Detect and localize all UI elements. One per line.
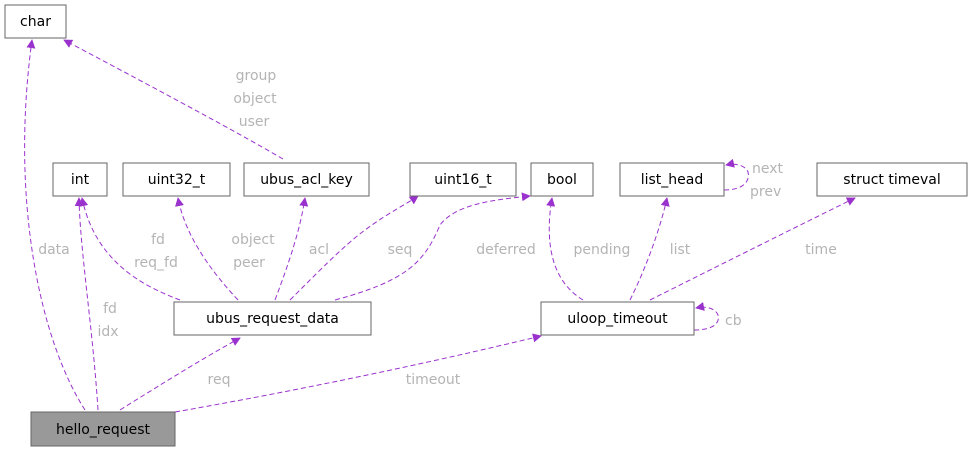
edge-req-to-int <box>79 197 181 301</box>
node-ubus-acl-key[interactable]: ubus_acl_key <box>243 162 370 197</box>
node-ubus-request-data-label: ubus_request_data <box>206 311 339 327</box>
edge-req-to-uint16 <box>289 195 419 301</box>
node-bool[interactable]: bool <box>530 162 594 197</box>
edge-label-time: time <box>805 242 837 258</box>
edge-req-to-bool <box>334 192 531 301</box>
edge-label-seq: seq <box>388 242 413 258</box>
node-uint32-t[interactable]: uint32_t <box>122 162 231 197</box>
edge-group <box>24 39 856 413</box>
edge-hello-to-int <box>74 197 99 411</box>
edge-timeout-self <box>693 302 719 331</box>
node-ubus-acl-key-label: ubus_acl_key <box>260 172 353 188</box>
edge-list-head-self <box>723 158 749 191</box>
edge-timeout-to-bool <box>546 197 584 301</box>
edge-req-to-uint32 <box>175 197 239 301</box>
edge-label-object: object <box>231 232 275 248</box>
node-char[interactable]: char <box>4 4 67 39</box>
edge-label-acl: acl <box>309 242 329 258</box>
node-ubus-request-data[interactable]: ubus_request_data <box>173 301 372 336</box>
node-struct-timeval[interactable]: struct timeval <box>816 162 968 197</box>
edge-timeout-to-list-head <box>629 197 670 301</box>
node-uint16-t[interactable]: uint16_t <box>409 162 517 197</box>
node-list-head[interactable]: list_head <box>619 162 725 197</box>
node-struct-timeval-label: struct timeval <box>843 172 940 188</box>
edge-label-cb: cb <box>725 313 742 329</box>
edge-hello-to-req <box>119 337 241 411</box>
node-hello-request-label: hello_request <box>56 422 151 438</box>
edge-timeout-to-timeval <box>649 197 856 301</box>
edge-label-user-field: user <box>239 114 270 130</box>
node-int-label: int <box>71 172 90 188</box>
edge-req-to-acl-key <box>274 197 309 301</box>
edge-label-timeout: timeout <box>406 372 461 388</box>
node-int[interactable]: int <box>52 162 108 197</box>
edge-hello-to-char <box>24 39 86 411</box>
node-uloop-timeout[interactable]: uloop_timeout <box>540 301 695 336</box>
node-hello-request[interactable]: hello_request <box>30 411 176 447</box>
edge-label-req-fd-1: fd <box>151 232 165 248</box>
node-uloop-timeout-label: uloop_timeout <box>567 311 668 327</box>
edge-label-list: list <box>670 242 691 258</box>
edge-label-next: next <box>752 161 784 177</box>
edge-label-req-fd-2: req_fd <box>134 255 178 271</box>
edge-label-prev: prev <box>750 184 781 200</box>
node-char-label: char <box>20 14 51 30</box>
edge-label-data: data <box>38 242 70 258</box>
edge-label-group: group object user data fd idx fd req_fd … <box>38 68 837 388</box>
node-list-head-label: list_head <box>641 172 704 188</box>
node-bool-label: bool <box>547 172 577 188</box>
edge-label-object-field: object <box>233 91 277 107</box>
edge-label-deferred: deferred <box>476 242 536 258</box>
node-uint32-t-label: uint32_t <box>148 172 206 188</box>
node-uint16-t-label: uint16_t <box>434 172 492 188</box>
edge-label-req: req <box>208 372 231 388</box>
edge-hello-to-timeout <box>174 333 542 413</box>
edge-acl-key-to-char <box>63 39 284 160</box>
edge-label-idx: idx <box>97 324 118 340</box>
edge-label-fd: fd <box>103 301 117 317</box>
edge-label-group-field: group <box>236 68 277 84</box>
edge-label-pending: pending <box>574 242 631 258</box>
edge-label-peer: peer <box>233 255 265 271</box>
